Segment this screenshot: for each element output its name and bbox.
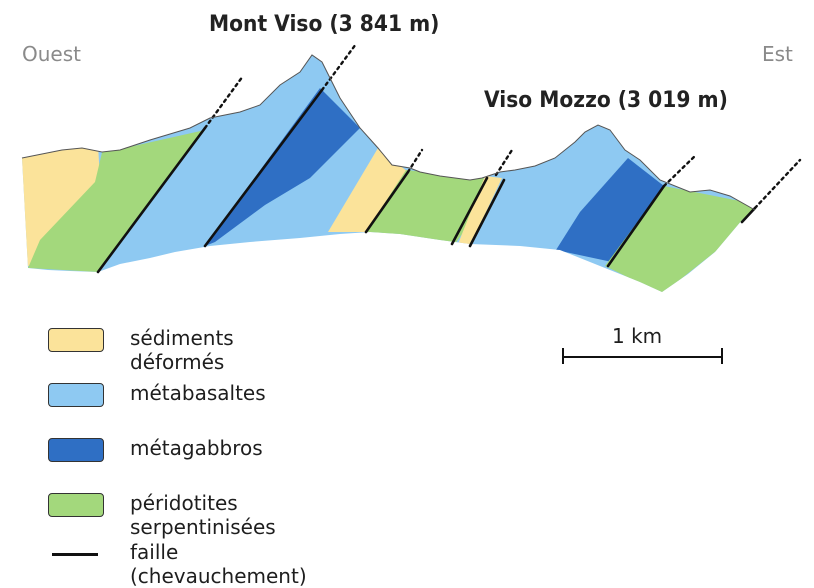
scale-tick-right [721,348,723,364]
geological-cross-section [21,42,802,292]
fault-line-3 [364,170,410,234]
fault-line-1 [96,126,207,274]
topographic-profile [21,54,756,211]
mont-viso-label: Mont Viso (3 841 m) [209,12,440,37]
metagabbros-viso-mozzo [556,158,664,262]
scale-label: 1 km [612,324,663,348]
scale-tick-left [562,348,564,364]
fault-line-2 [203,88,324,248]
fault-line-4 [450,176,489,246]
peridotite-east [605,186,755,292]
fault-extension-1 [203,74,245,130]
viso-mozzo-label: Viso Mozzo (3 019 m) [484,88,728,113]
legend-label-metabasaltes: métabasaltes [130,381,266,405]
fault-extension-6 [753,158,802,210]
sediments-sliver [458,176,502,246]
legend-label-metagabbros: métagabbros [130,436,263,460]
legend-label-sediments: sédiments déformés [130,326,234,374]
metagabbros-swatch [48,438,104,462]
east-label: Est [762,42,793,66]
west-label: Ouest [22,42,81,66]
scale-bar [563,356,723,358]
legend-label-peridotites: péridotites serpentinisées [130,491,276,539]
fault-extension-4 [494,148,514,177]
metagabbros-mont-viso [205,88,360,246]
sediments-swatch [48,328,104,352]
metabasaltes-swatch [48,383,104,407]
peridotite-west [28,130,205,272]
fault-extension-5 [662,153,698,188]
fault-symbol [52,553,98,556]
peridotites-swatch [48,493,104,517]
fault-extension-2 [320,42,358,92]
fault-line-6 [606,184,666,268]
legend-label-faille: faille (chevauchement) [130,540,307,588]
sediments-central [328,148,408,232]
fault-line-7 [740,206,757,224]
fault-extension-3 [406,148,424,174]
fault-line-5 [468,178,506,248]
